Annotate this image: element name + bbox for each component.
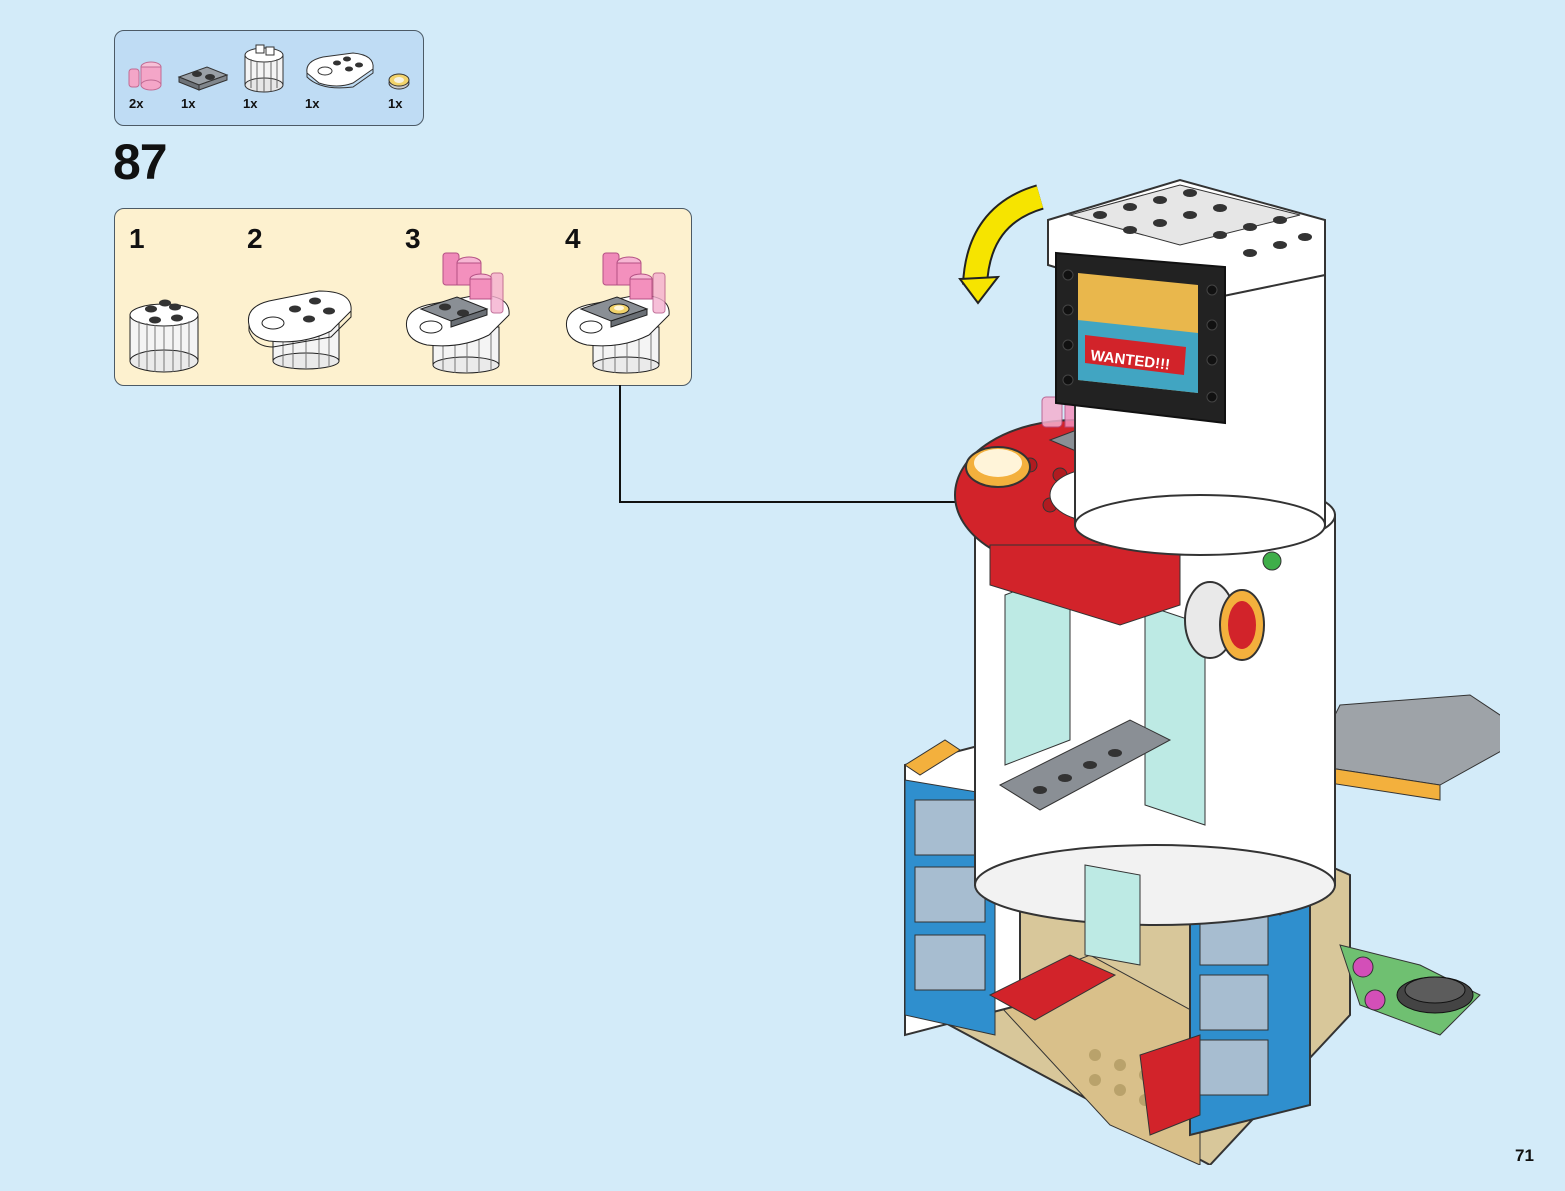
sub-assembly-box: 1 2 3 4 [114, 208, 692, 386]
rounded-plate-part-icon [301, 49, 379, 93]
round-brick-part-icon [241, 41, 287, 93]
part-qty: 1x [388, 96, 402, 111]
parts-list-box: 2x 1x 1x 1x 1x [114, 30, 424, 126]
grey-plate-part-icon [177, 61, 229, 91]
substep-label: 2 [247, 223, 263, 255]
substep-1-illustration [125, 287, 205, 375]
printed-tile-part-icon [387, 71, 411, 91]
part-qty: 1x [305, 96, 319, 111]
substep-label: 1 [129, 223, 145, 255]
step-number: 87 [113, 133, 167, 191]
part-qty: 2x [129, 96, 143, 111]
page-number: 71 [1515, 1146, 1534, 1166]
part-qty: 1x [243, 96, 257, 111]
substep-2-illustration [243, 279, 357, 371]
tower-model-illustration: WANTED!!! [880, 175, 1500, 1165]
pink-cup-part-icon [127, 57, 167, 95]
substep-3-illustration [401, 243, 521, 375]
substep-4-illustration [561, 243, 685, 375]
part-qty: 1x [181, 96, 195, 111]
